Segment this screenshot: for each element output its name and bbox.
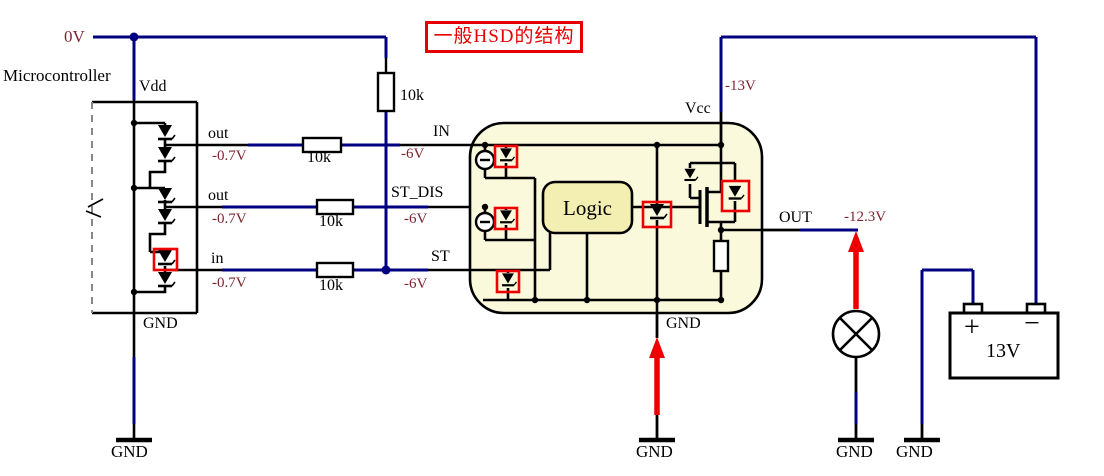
junction-dot [381,265,391,275]
resistor-icon [376,71,396,113]
chip-pin-label: ST [431,248,450,265]
resistor-icon [301,136,343,154]
chip-pin-label: IN [433,123,450,140]
mcu-pin-label: out [208,125,229,142]
ground-label: GND [836,442,873,461]
resistor-label: 10k [319,277,343,294]
lamp-icon [831,309,881,359]
ground-label: GND [636,442,673,461]
pin-voltage-label: -0.7V [212,211,247,227]
battery-plus-label: + [964,312,980,343]
out-label: OUT [779,209,812,226]
supply-wires [93,35,1038,424]
microcontroller-label: Microcontroller [3,66,111,85]
ground-label: GND [111,442,148,461]
diagram-title: 一般HSD的结构 [425,21,583,53]
red-up-arrow-icon [649,337,665,415]
mcu-gnd-label: GND [143,315,178,332]
battery-voltage-label: 13V [986,340,1021,362]
battery-minus-label: − [1024,308,1040,339]
supply-voltage-label: 0V [64,27,85,46]
red-up-arrow-icon [848,231,864,309]
external-wires [655,112,924,438]
pin-clamped-voltage-label: -6V [404,276,428,292]
esd-diodes [130,119,177,296]
break-mark-icon [85,198,104,218]
mcu-pin-label: in [211,250,224,267]
ground-label: GND [896,442,933,461]
resistors [197,58,470,279]
resistor-label: 10k [319,213,343,230]
fault-highlight-box [152,247,179,272]
logic-block-label: Logic [563,196,612,220]
resistor-icon [315,198,355,216]
pin-clamped-voltage-label: -6V [404,211,428,227]
pin-clamped-voltage-label: -6V [401,146,425,162]
resistor-icon [712,239,730,273]
junction-dot [129,32,139,42]
current-source-icon [474,211,496,233]
resistor-icon [315,261,355,279]
resistor-label: 10k [307,149,331,166]
vcc-voltage-label: -13V [725,78,756,94]
out-voltage-label: -12.3V [844,209,887,225]
vdd-label: Vdd [139,78,167,95]
vcc-label: Vcc [685,100,711,117]
current-source-icon [474,149,496,171]
mcu-pin-label: out [208,187,229,204]
pullup-resistor-label: 10k [400,87,424,104]
pin-voltage-label: -0.7V [212,148,247,164]
battery [948,302,1060,380]
microcontroller-box [85,100,199,438]
chip-gnd-label: GND [666,315,701,332]
fault-highlight-boxes [493,144,751,294]
chip-pin-label: ST_DIS [391,184,444,201]
pin-voltage-label: -0.7V [212,275,247,291]
